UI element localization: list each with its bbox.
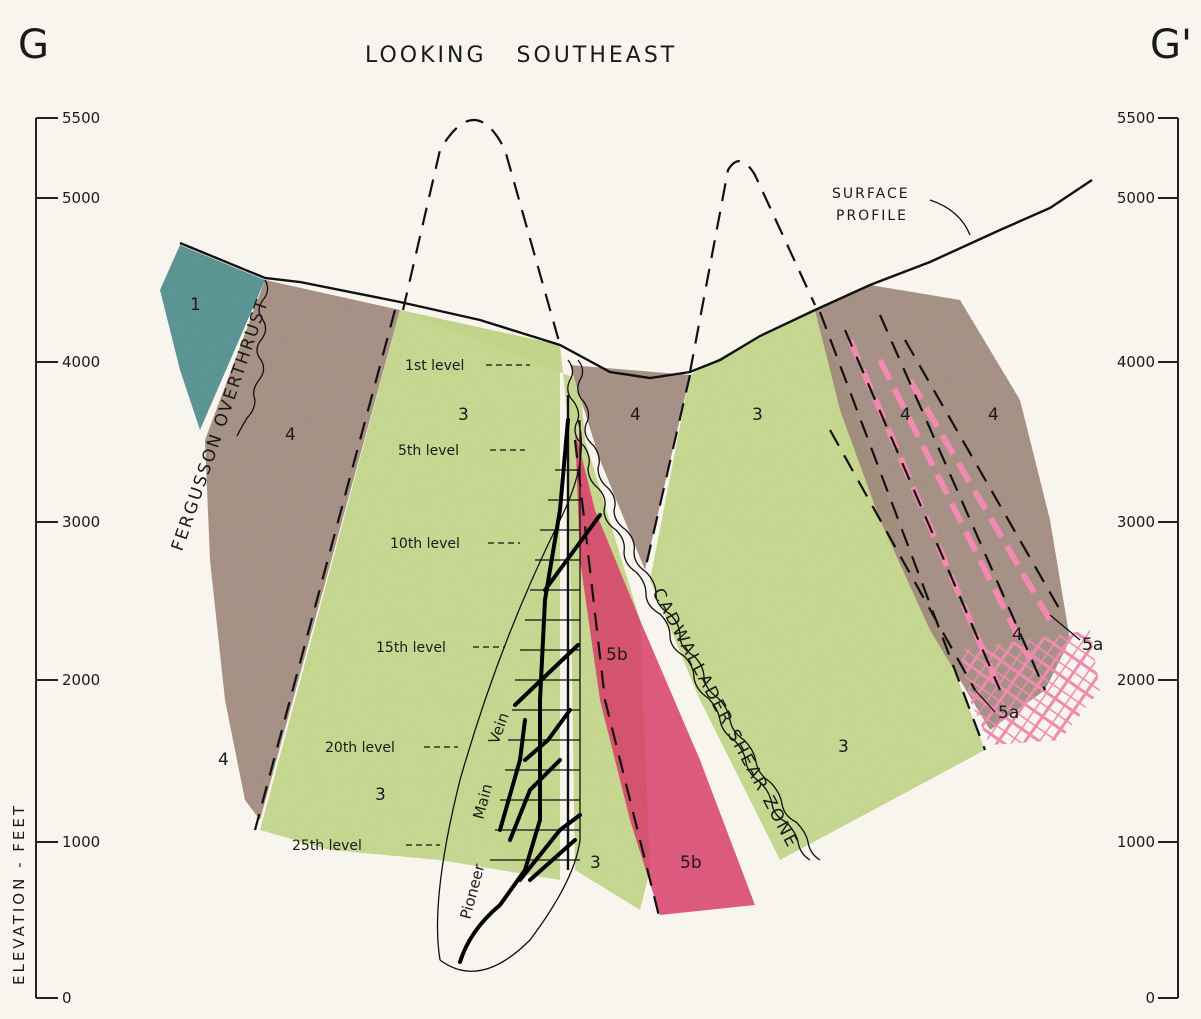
unit-fills	[160, 245, 1070, 915]
left-tick-3000: 3000	[62, 513, 100, 531]
diagram-title: LOOKING SOUTHEAST	[365, 43, 677, 68]
right-tick-2000: 2000	[1117, 671, 1155, 689]
level-25th: 25th level	[292, 838, 362, 854]
level-10th: 10th level	[390, 536, 460, 552]
level-15th: 15th level	[376, 640, 446, 656]
left-tick-4000: 4000	[62, 353, 100, 371]
left-tick-2000: 2000	[62, 671, 100, 689]
unit-label-4-right-c: 4	[1012, 625, 1023, 645]
right-tick-labels: 5500 5000 4000 3000 2000 1000 0	[1117, 109, 1155, 1007]
right-tick-0: 0	[1145, 989, 1155, 1007]
unit-label-5b-upper: 5b	[606, 645, 628, 665]
left-tick-0: 0	[62, 989, 72, 1007]
unit-label-5a-lower: 5a	[998, 703, 1019, 723]
right-axis	[1158, 118, 1178, 998]
surface-profile-label-line2: PROFILE	[836, 208, 908, 224]
unit-label-4-right-a: 4	[900, 405, 911, 425]
left-tick-labels: 5500 5000 4000 3000 2000 1000 0	[62, 109, 100, 1007]
unit-label-5b-lower: 5b	[680, 853, 702, 873]
surface-profile-label-line1: SURFACE	[832, 186, 910, 202]
left-tick-5000: 5000	[62, 189, 100, 207]
unit-label-4-right-b: 4	[988, 405, 999, 425]
right-tick-4000: 4000	[1117, 353, 1155, 371]
unit-label-3-right: 3	[752, 405, 763, 425]
unit-label-1: 1	[190, 295, 201, 315]
level-1st: 1st level	[405, 358, 464, 374]
right-tick-3000: 3000	[1117, 513, 1155, 531]
left-tick-1000: 1000	[62, 833, 100, 851]
level-5th: 5th level	[398, 443, 459, 459]
surface-profile-leader	[930, 200, 970, 235]
right-tick-5000: 5000	[1117, 189, 1155, 207]
unit-label-3-bottom: 3	[590, 853, 601, 873]
left-axis	[36, 118, 58, 998]
unit-label-3-right-lower: 3	[838, 737, 849, 757]
level-20th: 20th level	[325, 740, 395, 756]
left-section-marker: G	[18, 22, 49, 68]
right-tick-5500: 5500	[1117, 109, 1155, 127]
right-tick-1000: 1000	[1117, 833, 1155, 851]
right-section-marker: G'	[1150, 22, 1192, 68]
unit-label-5a-upper: 5a	[1082, 635, 1103, 655]
vein-label-pioneer: Pioneer	[456, 861, 488, 921]
unit-label-3-upper: 3	[458, 405, 469, 425]
left-tick-5500: 5500	[62, 109, 100, 127]
elevation-axis-title: ELEVATION - FEET	[10, 803, 28, 985]
unit-label-4-middle: 4	[630, 405, 641, 425]
unit-label-3-lower: 3	[375, 785, 386, 805]
anticline-left	[403, 120, 560, 345]
unit-label-4-left-lower: 4	[218, 750, 229, 770]
unit-label-4-left-upper: 4	[285, 425, 296, 445]
